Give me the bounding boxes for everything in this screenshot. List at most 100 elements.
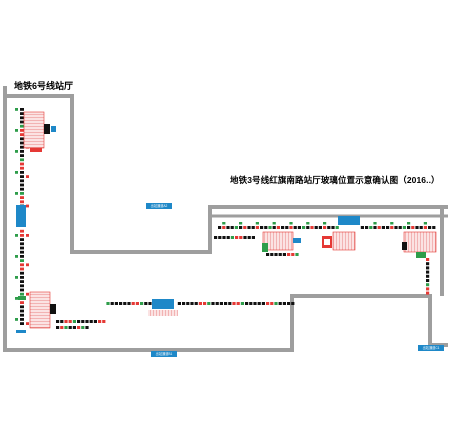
left-segment <box>20 309 24 313</box>
hatch-bottom <box>148 310 178 316</box>
left-segment <box>20 313 24 317</box>
bottom-lower-segment <box>56 326 60 329</box>
left-segment <box>20 145 24 149</box>
bottom-segment <box>72 320 76 323</box>
left-side-mark <box>15 255 18 258</box>
diagram-title: 地铁3号线红旗南路站厅玻璃位置示意确认图（2016..） <box>230 175 440 185</box>
gate-cluster-upper <box>23 111 45 149</box>
right-vertical-segment <box>426 283 430 287</box>
right-segment <box>310 226 314 229</box>
right-lower-segment <box>247 236 251 239</box>
right-segment <box>230 226 234 229</box>
gate-turnstile-lower <box>50 304 56 314</box>
left-side-mark <box>15 234 18 237</box>
station-title: 地铁6号线站厅 <box>14 81 74 91</box>
right-segment <box>407 226 411 229</box>
left-segment <box>20 175 24 178</box>
right-segment <box>323 226 327 229</box>
right-segment <box>381 226 385 229</box>
left-side-mark <box>15 108 18 111</box>
right-vertical-chain <box>426 258 430 295</box>
right-lower-segment <box>218 236 222 239</box>
inner-lines <box>208 214 448 252</box>
exit-tag-a2: 出站通道A2 <box>146 203 172 209</box>
right-segment <box>419 226 423 229</box>
bottom-segment <box>60 320 64 323</box>
ticket-office-window <box>324 239 330 245</box>
gate-a-row-segment <box>287 253 291 256</box>
gate-groups-right <box>262 231 437 258</box>
bottom-segment <box>68 320 72 323</box>
left-segment <box>20 292 24 296</box>
bottom-segment <box>249 302 253 305</box>
right-upper-mark <box>423 222 427 225</box>
bottom-segment <box>291 302 295 305</box>
right-vertical-segment <box>426 270 430 274</box>
left-segment <box>20 276 24 279</box>
gate-a-row-segment <box>270 253 274 256</box>
bottom-segment <box>253 302 257 305</box>
left-segment <box>20 246 24 250</box>
bottom-segment <box>110 302 114 305</box>
left-segment <box>20 120 24 124</box>
right-segment <box>360 226 364 229</box>
bottom-lower-segment <box>64 326 68 329</box>
right-upper-mark <box>407 222 411 225</box>
right-segment <box>218 226 222 229</box>
right-vertical-segment <box>426 274 430 278</box>
bottom-segment <box>127 302 131 305</box>
exit-tag-b1: 出站通道B1 <box>151 351 177 357</box>
exit-tag-c1: 出站通道C1 <box>418 345 444 351</box>
bottom-segment <box>144 302 148 305</box>
left-side-mark <box>15 318 18 321</box>
outer-walls <box>3 86 448 352</box>
right-segment <box>331 226 335 229</box>
wall-outer-left <box>3 86 196 352</box>
bottom-segment <box>119 302 123 305</box>
gate-cluster-lower <box>29 291 51 329</box>
bottom-lower-segment <box>60 326 64 329</box>
left-segment <box>20 259 24 262</box>
bottom-segment <box>106 302 110 305</box>
bottom-segment-chain <box>56 302 295 329</box>
bottom-lower-segment <box>85 326 89 329</box>
bottom-segment <box>278 302 282 305</box>
right-segment <box>428 226 432 229</box>
right-segment-chain <box>214 222 436 256</box>
bottom-segment <box>236 302 240 305</box>
left-segment <box>20 133 24 136</box>
right-segment <box>423 226 427 229</box>
right-segment <box>281 226 285 229</box>
bottom-segment <box>56 320 60 323</box>
left-segment <box>20 183 24 187</box>
right-upper-mark <box>373 222 377 225</box>
right-lower-segment <box>222 236 226 239</box>
left-segment <box>20 238 24 241</box>
bottom-segment <box>182 302 186 305</box>
platform-block-right <box>338 216 360 225</box>
bottom-segment <box>257 302 261 305</box>
right-vertical-segment <box>426 287 430 291</box>
left-segment <box>20 187 24 191</box>
left-side-mark <box>26 234 29 237</box>
gate-a-row-segment <box>295 253 299 256</box>
right-segment <box>335 226 339 229</box>
right-segment <box>255 226 259 229</box>
bottom-lower-segment <box>77 326 81 329</box>
wall-top-left <box>5 94 448 254</box>
right-segment <box>377 226 381 229</box>
right-segment <box>289 226 293 229</box>
right-vertical-segment <box>426 266 430 270</box>
right-segment <box>293 226 297 229</box>
right-segment <box>314 226 318 229</box>
gate-group-c <box>403 231 437 253</box>
right-lower-segment <box>251 236 255 239</box>
bottom-segment <box>224 302 228 305</box>
right-segment <box>386 226 390 229</box>
bottom-segment <box>266 302 270 305</box>
right-segment <box>251 226 255 229</box>
left-segment <box>20 288 24 292</box>
right-upper-mark <box>222 222 226 225</box>
bottom-segment <box>274 302 278 305</box>
